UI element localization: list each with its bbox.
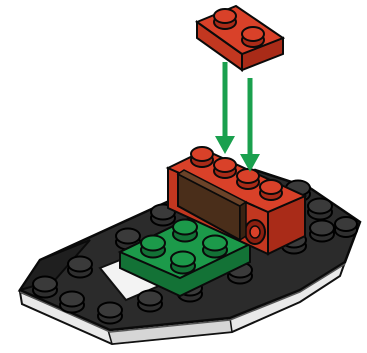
stud-icon xyxy=(191,147,213,167)
stud-icon xyxy=(33,277,57,298)
red-1x2-plate-icon xyxy=(197,6,283,70)
stud-icon xyxy=(260,180,282,200)
stud-icon xyxy=(335,217,357,237)
stud-icon xyxy=(237,169,259,189)
stud-icon xyxy=(203,236,227,258)
stud-icon xyxy=(138,291,162,312)
stud-icon xyxy=(173,220,197,242)
stud-icon xyxy=(60,292,84,313)
stud-icon xyxy=(98,303,122,324)
stud-icon xyxy=(242,27,264,47)
stud-icon xyxy=(310,221,334,242)
stud-icon xyxy=(308,199,332,220)
stud-icon xyxy=(214,9,236,29)
stud-icon xyxy=(68,257,92,278)
stud-icon xyxy=(141,236,165,258)
stud-icon xyxy=(171,252,195,274)
green-down-arrow-icon xyxy=(240,78,260,172)
green-down-arrow-icon xyxy=(215,62,235,154)
stud-icon xyxy=(214,158,236,178)
